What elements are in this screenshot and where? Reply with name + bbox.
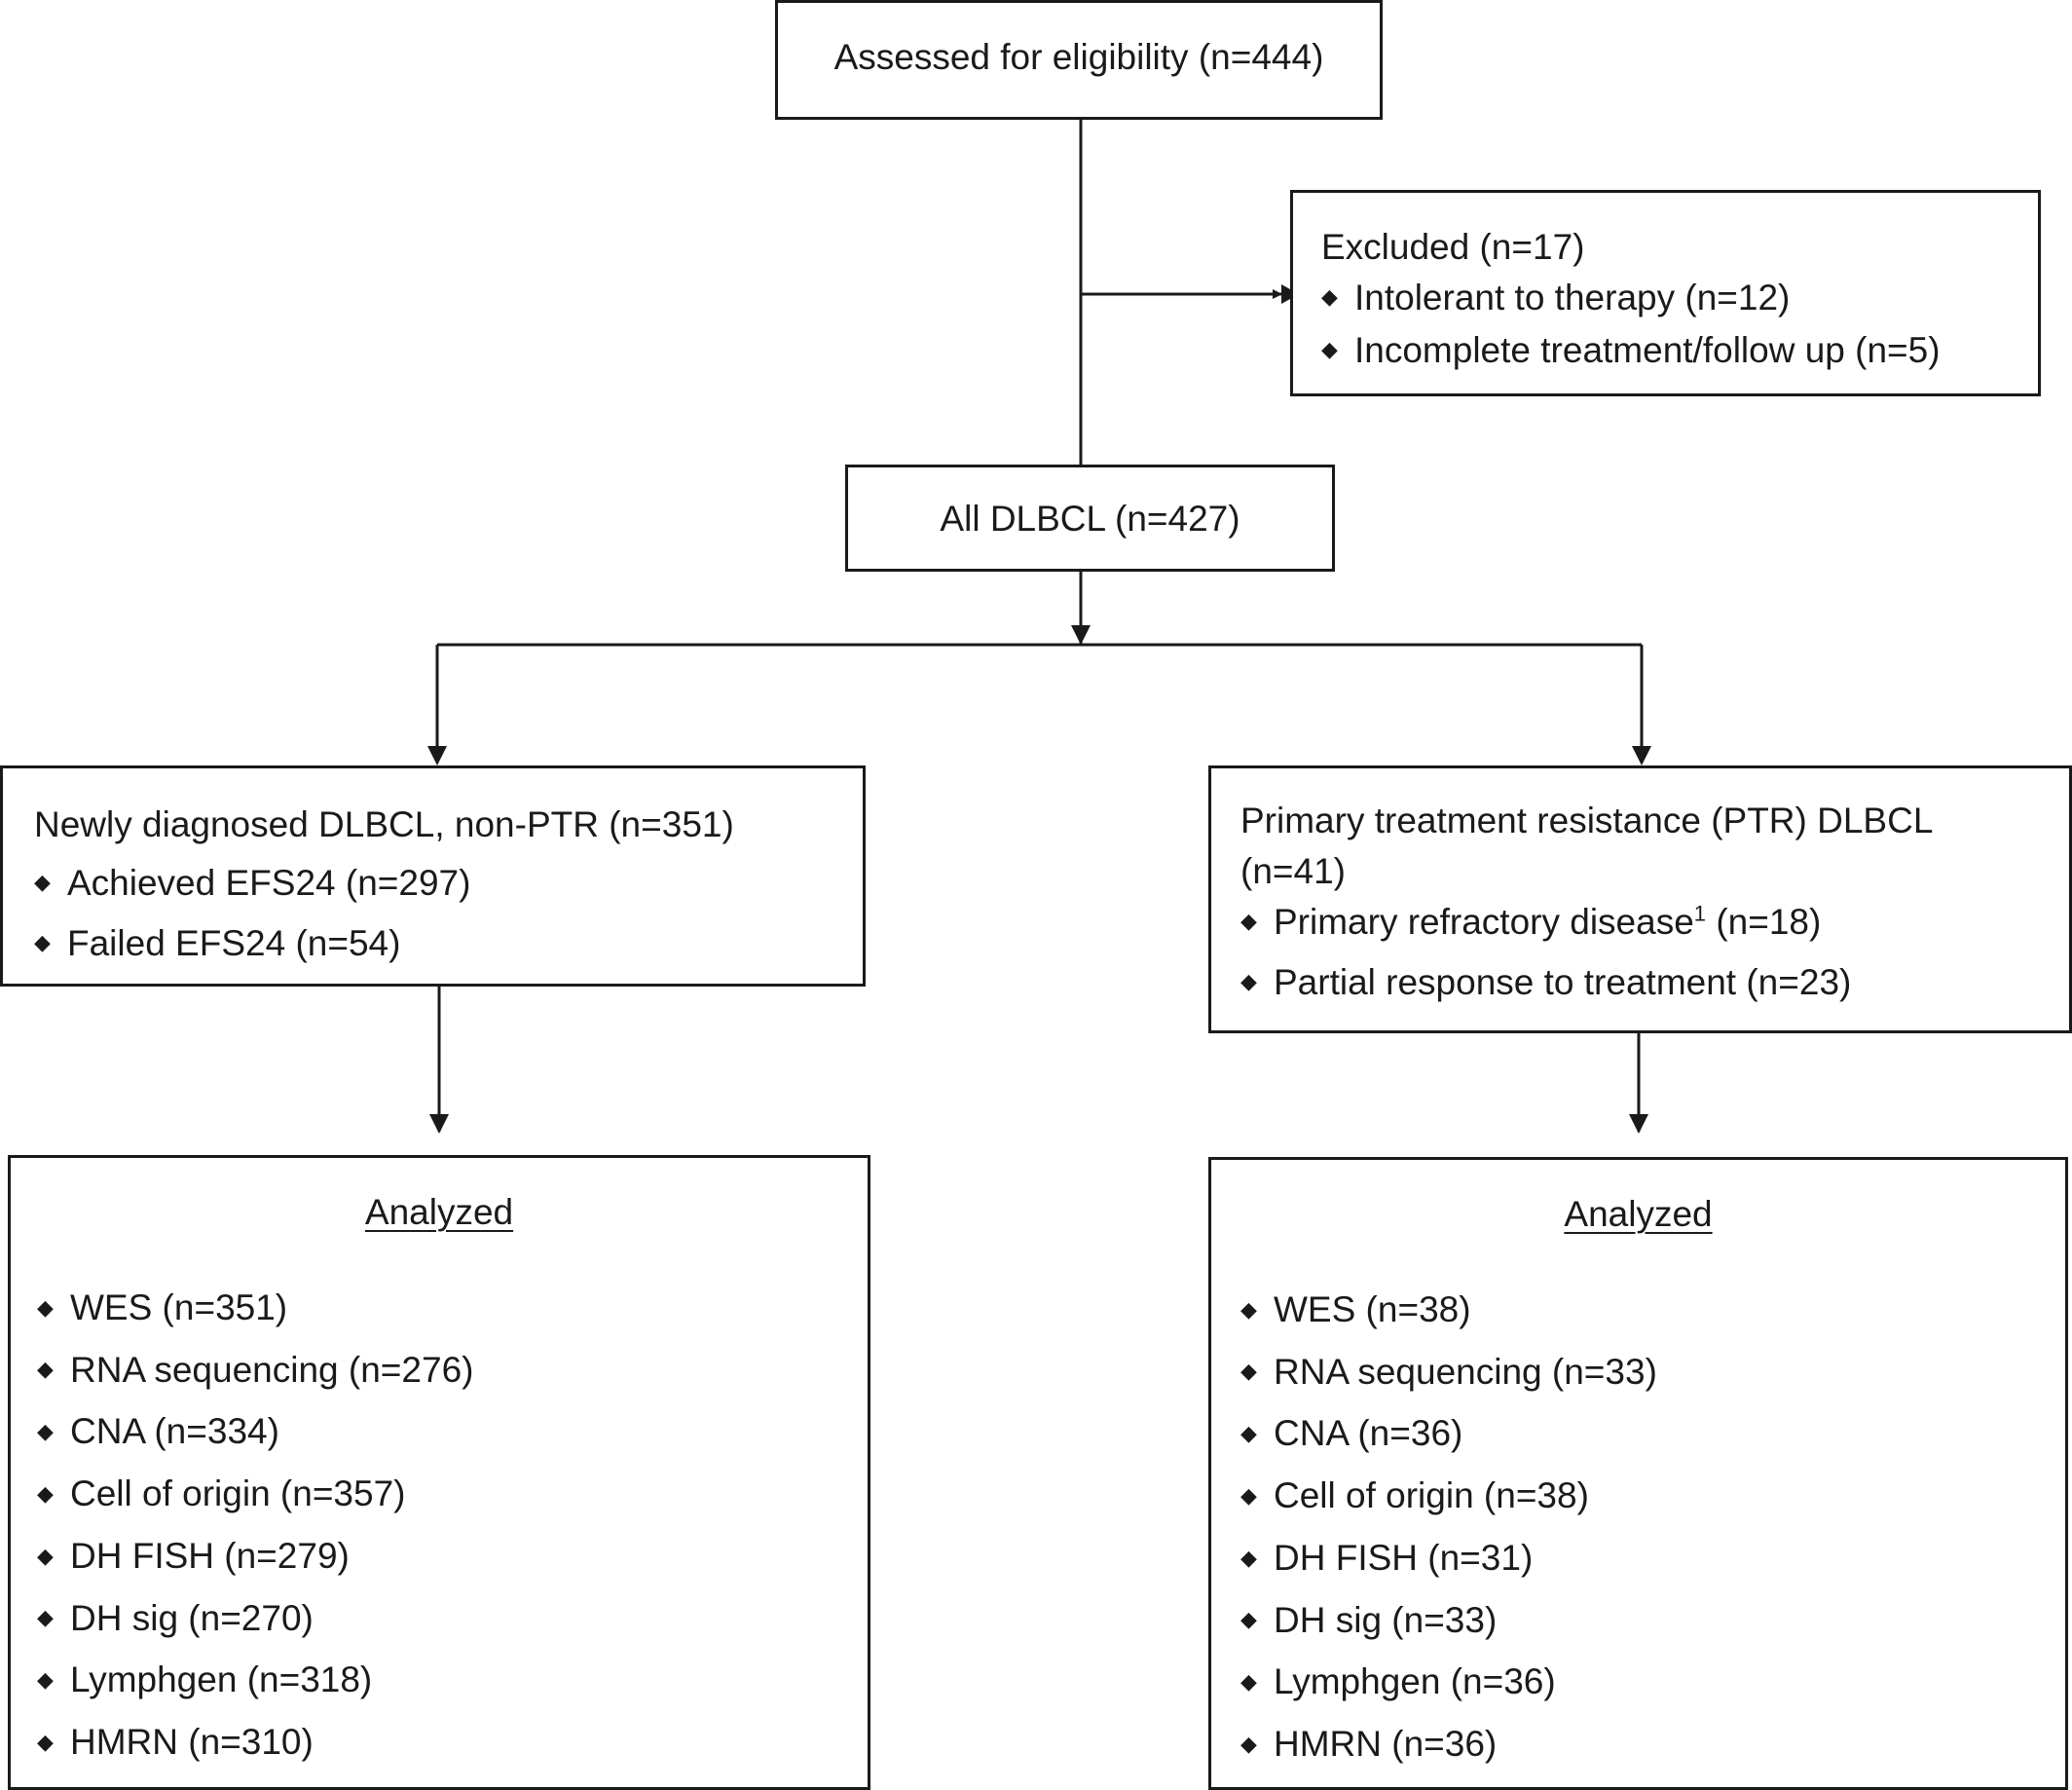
list-item: ◆DH sig (n=33) [1240,1590,1657,1653]
list-item: ◆RNA sequencing (n=33) [1240,1342,1657,1404]
bullet-icon: ◆ [1240,909,1257,934]
ptr-title-line2: (n=41) [1240,851,1346,891]
bullet-icon: ◆ [1240,1607,1257,1632]
right-analyzed-box: Analyzed ◆WES (n=38) ◆RNA sequencing (n=… [1208,1157,2068,1790]
bullet-icon: ◆ [37,1480,54,1506]
assessed-label: Assessed for eligibility (n=444) [833,37,1324,77]
bullet-icon: ◆ [37,1294,54,1320]
excluded-item: ◆Incomplete treatment/follow up (n=5) [1321,325,1941,378]
arrowhead-left-analyzed [429,1114,449,1134]
footnote-marker: 1 [1693,901,1707,926]
bullet-icon: ◆ [1240,1421,1257,1446]
list-item: ◆WES (n=38) [1240,1280,1657,1342]
list-item: ◆Lymphgen (n=318) [37,1650,473,1712]
ptr-item: ◆Primary refractory disease1 (n=18) [1240,897,1933,950]
arrowhead-all-split [1071,625,1091,645]
list-item: ◆WES (n=351) [37,1278,473,1340]
bullet-icon: ◆ [1240,1482,1257,1508]
ptr-box: Primary treatment resistance (PTR) DLBCL… [1208,765,2072,1033]
excluded-item: ◆Intolerant to therapy (n=12) [1321,273,1941,325]
list-item: ◆Cell of origin (n=38) [1240,1466,1657,1528]
bullet-icon: ◆ [37,1729,54,1754]
list-item: ◆CNA (n=36) [1240,1403,1657,1466]
excluded-title: Excluded (n=17) [1321,227,1585,267]
list-item: ◆RNA sequencing (n=276) [37,1340,473,1402]
right-analyzed-heading: Analyzed [1564,1194,1713,1234]
list-item: ◆Cell of origin (n=357) [37,1464,473,1526]
bullet-icon: ◆ [37,1357,54,1382]
list-item: ◆HMRN (n=310) [37,1712,473,1774]
bullet-icon: ◆ [37,1543,54,1568]
ptr-item: ◆Partial response to treatment (n=23) [1240,957,1933,1010]
non-ptr-item: ◆Achieved EFS24 (n=297) [34,854,734,914]
all-dlbcl-label: All DLBCL (n=427) [940,499,1240,539]
right-analyzed-list: ◆WES (n=38) ◆RNA sequencing (n=33) ◆CNA … [1240,1280,1657,1776]
non-ptr-item: ◆Failed EFS24 (n=54) [34,914,734,975]
bullet-icon: ◆ [1240,969,1257,994]
list-item: ◆DH FISH (n=279) [37,1526,473,1588]
arrowhead-left-group [427,746,447,765]
ptr-title-line1: Primary treatment resistance (PTR) DLBCL [1240,801,1934,840]
bullet-icon: ◆ [34,930,51,955]
arrowhead-right-analyzed [1629,1114,1648,1134]
list-item: ◆CNA (n=334) [37,1401,473,1464]
non-ptr-box: Newly diagnosed DLBCL, non-PTR (n=351) ◆… [0,765,866,987]
assessed-box: Assessed for eligibility (n=444) [775,0,1383,120]
list-item: ◆DH FISH (n=31) [1240,1528,1657,1590]
list-item: ◆Lymphgen (n=36) [1240,1652,1657,1714]
bullet-icon: ◆ [1240,1731,1257,1756]
non-ptr-title: Newly diagnosed DLBCL, non-PTR (n=351) [34,804,734,844]
excluded-box: Excluded (n=17) ◆Intolerant to therapy (… [1290,190,2041,396]
left-analyzed-box: Analyzed ◆WES (n=351) ◆RNA sequencing (n… [8,1155,870,1790]
bullet-icon: ◆ [37,1605,54,1630]
bullet-icon: ◆ [34,870,51,895]
list-item: ◆HMRN (n=36) [1240,1714,1657,1776]
list-item: ◆DH sig (n=270) [37,1588,473,1651]
bullet-icon: ◆ [1240,1296,1257,1322]
bullet-icon: ◆ [37,1667,54,1693]
excluded-content: Excluded (n=17) ◆Intolerant to therapy (… [1321,222,1941,378]
bullet-icon: ◆ [1321,284,1338,310]
bullet-icon: ◆ [1240,1359,1257,1384]
non-ptr-content: Newly diagnosed DLBCL, non-PTR (n=351) ◆… [34,796,734,975]
bullet-icon: ◆ [1240,1669,1257,1695]
bullet-icon: ◆ [1321,337,1338,362]
bullet-icon: ◆ [1240,1545,1257,1570]
ptr-content: Primary treatment resistance (PTR) DLBCL… [1240,796,1933,1010]
all-dlbcl-box: All DLBCL (n=427) [845,465,1335,572]
arrowhead-right-group [1632,746,1651,765]
left-analyzed-list: ◆WES (n=351) ◆RNA sequencing (n=276) ◆CN… [37,1278,473,1774]
bullet-icon: ◆ [37,1419,54,1444]
left-analyzed-heading: Analyzed [364,1192,514,1232]
